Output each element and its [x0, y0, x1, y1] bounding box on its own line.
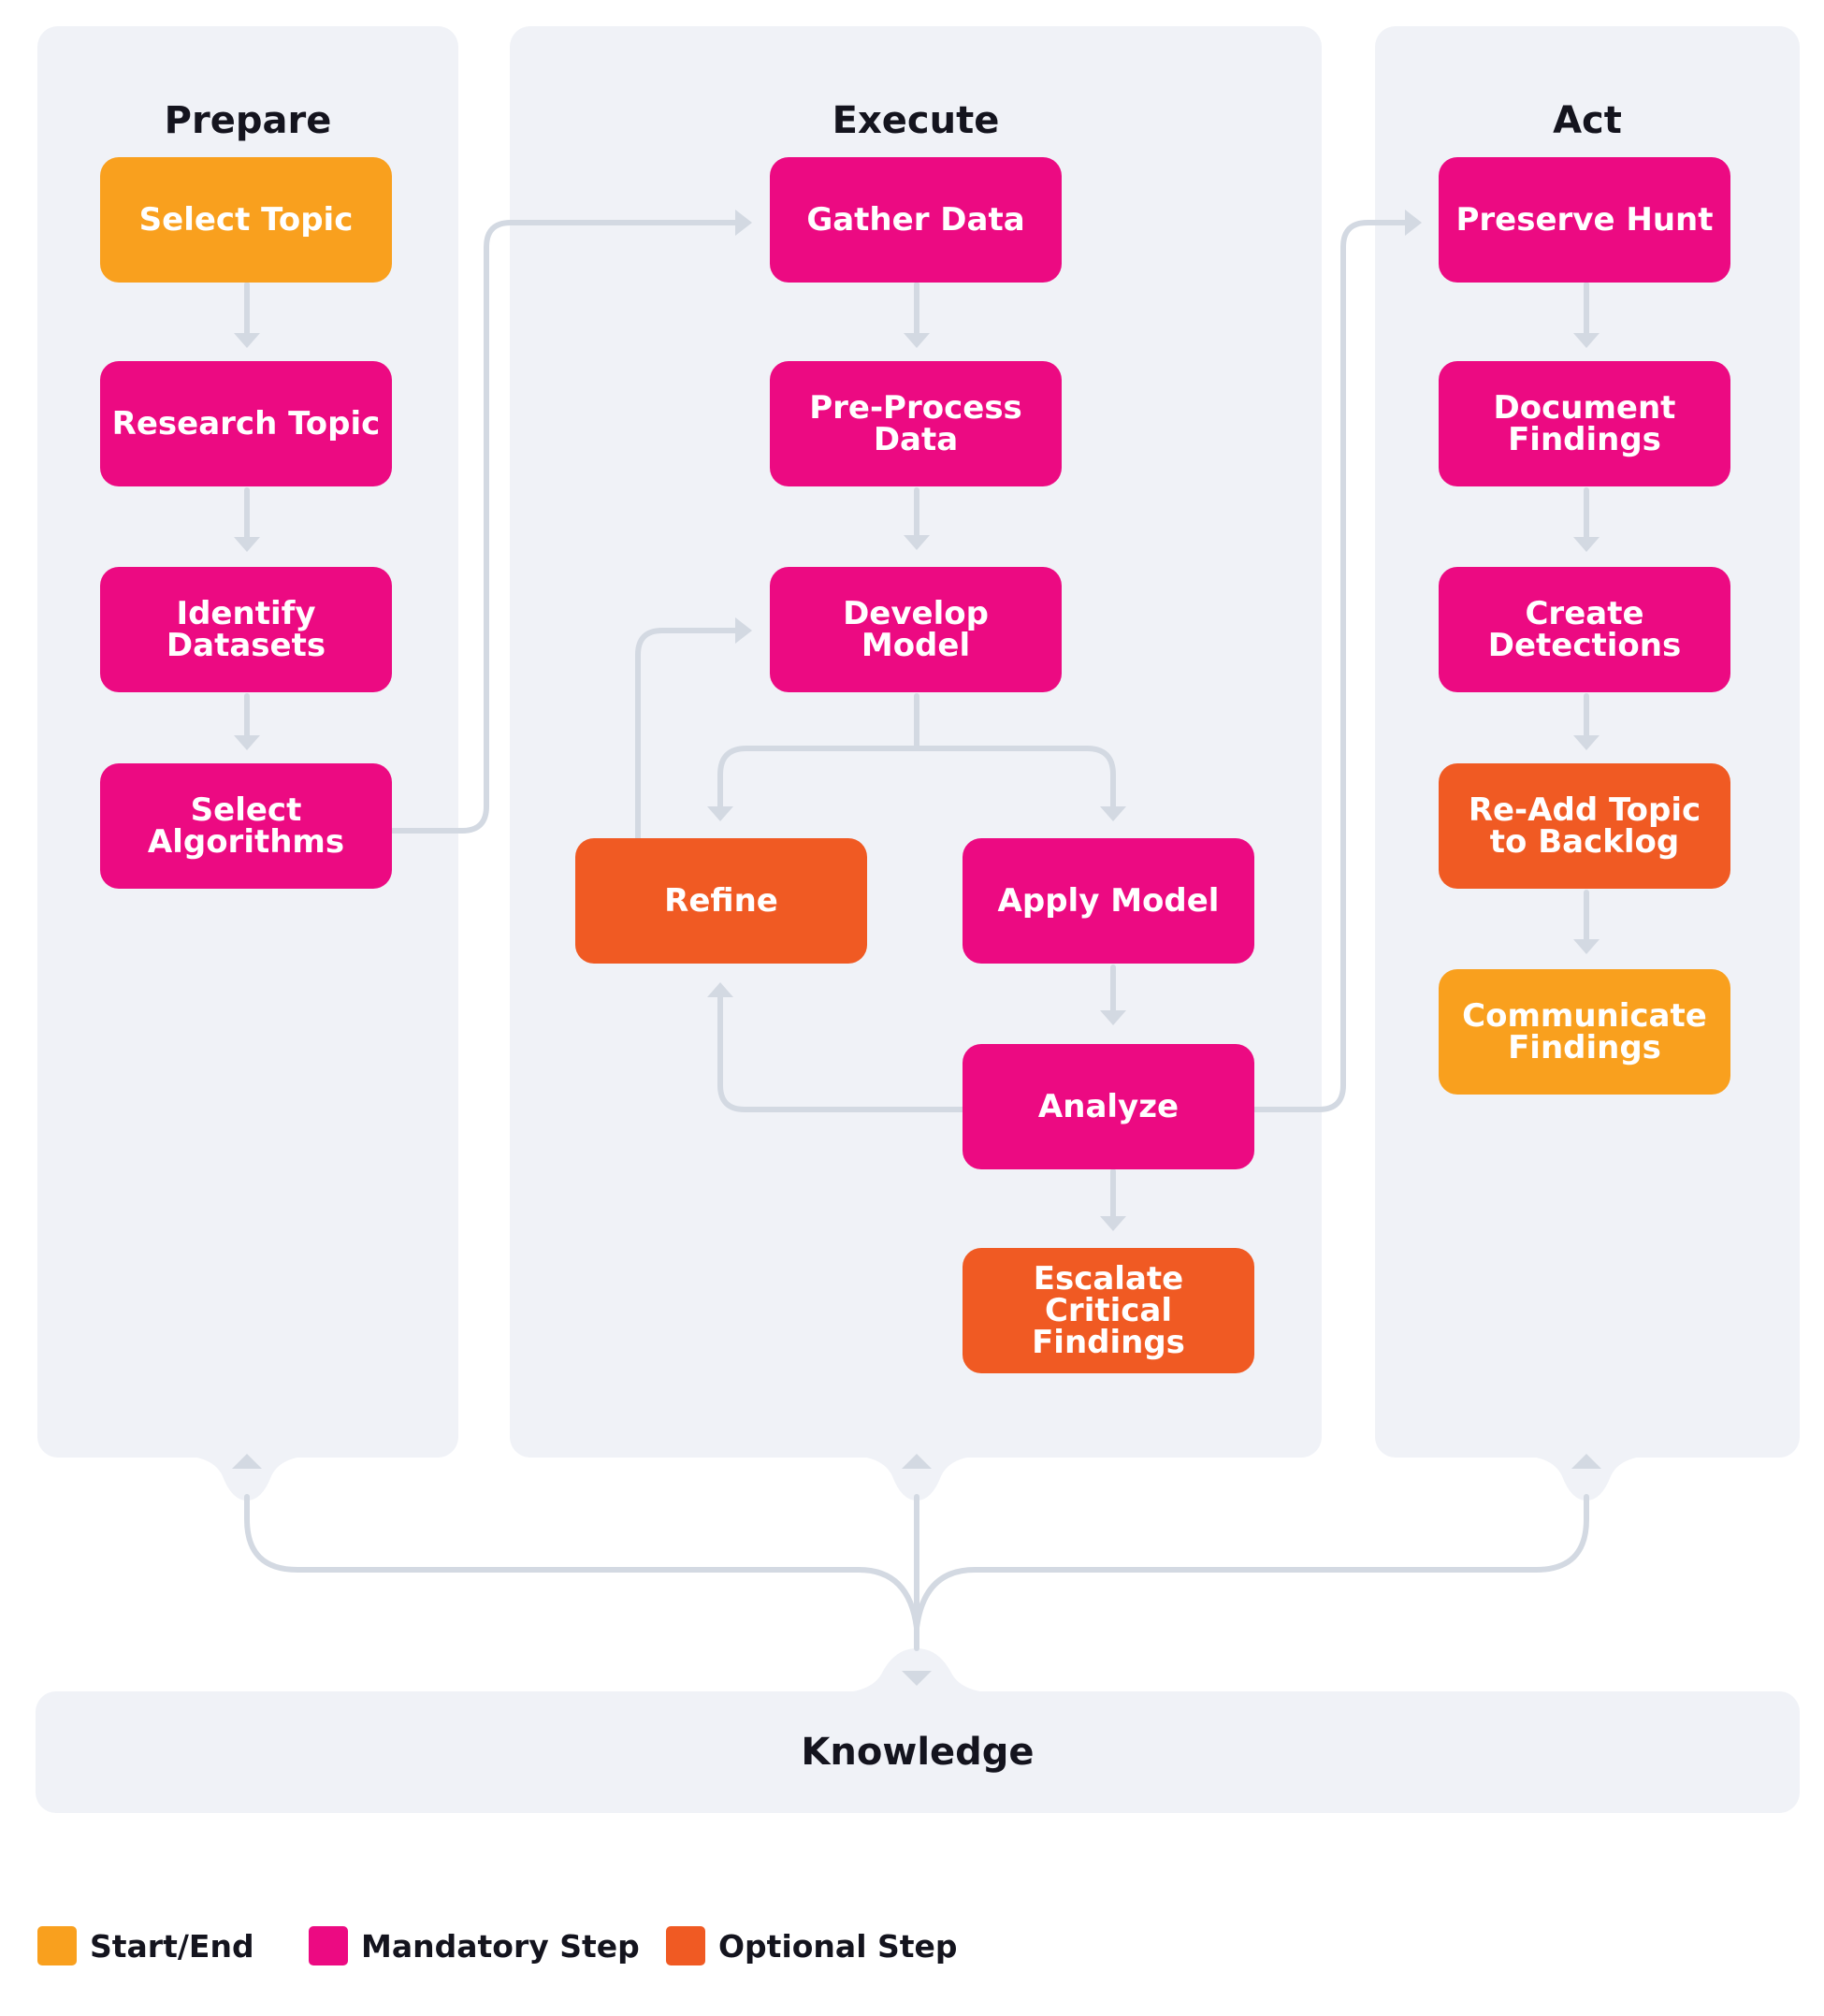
arrow-right-gather: [735, 210, 752, 236]
arrow-down-knowledge: [902, 1671, 932, 1686]
line-refine-develop: [635, 628, 742, 841]
step-gather-data: Gather Data: [770, 157, 1062, 283]
panel-title-act: Act: [1553, 99, 1622, 142]
arrow-up-act: [1571, 1454, 1601, 1469]
arrow-right-develop: [735, 617, 752, 644]
line-knowledge-act: [914, 1494, 1589, 1631]
arrow-down-create: [1573, 537, 1600, 552]
arrow-down-develop: [904, 535, 930, 550]
tab-execute: [847, 1456, 986, 1501]
arrow-down-communicate: [1573, 939, 1600, 954]
legend-mandatory: Mandatory Step: [309, 1925, 640, 1966]
arrow-down-research: [234, 333, 260, 348]
line-split-apply: [914, 746, 1116, 813]
line-knowledge-prepare: [244, 1494, 919, 1631]
arrow-down-preprocess: [904, 333, 930, 348]
step-select-algorithms: Select Algorithms: [100, 763, 392, 889]
step-re-add-topic: Re-Add Topic to Backlog: [1439, 763, 1730, 889]
step-document-findings: Document Findings: [1439, 361, 1730, 486]
arrow-up-refine: [707, 982, 733, 997]
step-analyze: Analyze: [963, 1044, 1254, 1169]
line-analyze-refine: [717, 991, 966, 1112]
arrow-down-algorithms: [234, 735, 260, 750]
legend-swatch-mandatory: [309, 1926, 348, 1965]
step-refine: Refine: [575, 838, 867, 964]
legend-start-end: Start/End: [37, 1925, 254, 1966]
arrow-up-prepare: [232, 1454, 262, 1469]
panel-knowledge: Knowledge: [36, 1691, 1800, 1813]
arrow-down-refine: [707, 806, 733, 821]
arrow-down-escalate: [1100, 1216, 1126, 1231]
legend-swatch-start-end: [37, 1926, 77, 1965]
arrowheads: [232, 210, 1601, 1686]
legend-swatch-optional: [666, 1926, 705, 1965]
arrow-down-document: [1573, 333, 1600, 348]
legend-label-mandatory: Mandatory Step: [361, 1927, 640, 1965]
panel-title-prepare: Prepare: [164, 99, 332, 142]
step-apply-model: Apply Model: [963, 838, 1254, 964]
step-pre-process-data: Pre-Process Data: [770, 361, 1062, 486]
legend-optional: Optional Step: [666, 1925, 958, 1966]
arrow-down-identify: [234, 537, 260, 552]
step-develop-model: Develop Model: [770, 567, 1062, 692]
step-select-topic: Select Topic: [100, 157, 392, 283]
arrow-right-preserve: [1405, 210, 1422, 236]
legend-label-start-end: Start/End: [90, 1927, 254, 1965]
step-escalate-critical-findings: Escalate Critical Findings: [963, 1248, 1254, 1373]
legend-label-optional: Optional Step: [718, 1927, 958, 1965]
step-preserve-hunt: Preserve Hunt: [1439, 157, 1730, 283]
line-analyze-preserve: [1252, 220, 1411, 1112]
arrow-down-apply: [1100, 806, 1126, 821]
step-identify-datasets: Identify Datasets: [100, 567, 392, 692]
step-research-topic: Research Topic: [100, 361, 392, 486]
panel-title-knowledge: Knowledge: [801, 1731, 1035, 1774]
panel-title-execute: Execute: [832, 99, 1000, 142]
line-split-refine: [717, 746, 919, 813]
step-create-detections: Create Detections: [1439, 567, 1730, 692]
tab-act: [1517, 1456, 1656, 1501]
line-algorithms-gather: [390, 220, 742, 834]
arrow-down-analyze: [1100, 1010, 1126, 1025]
step-communicate-findings: Communicate Findings: [1439, 969, 1730, 1095]
arrow-down-readd: [1573, 735, 1600, 750]
arrow-up-execute: [902, 1454, 932, 1469]
tab-prepare: [178, 1456, 316, 1501]
